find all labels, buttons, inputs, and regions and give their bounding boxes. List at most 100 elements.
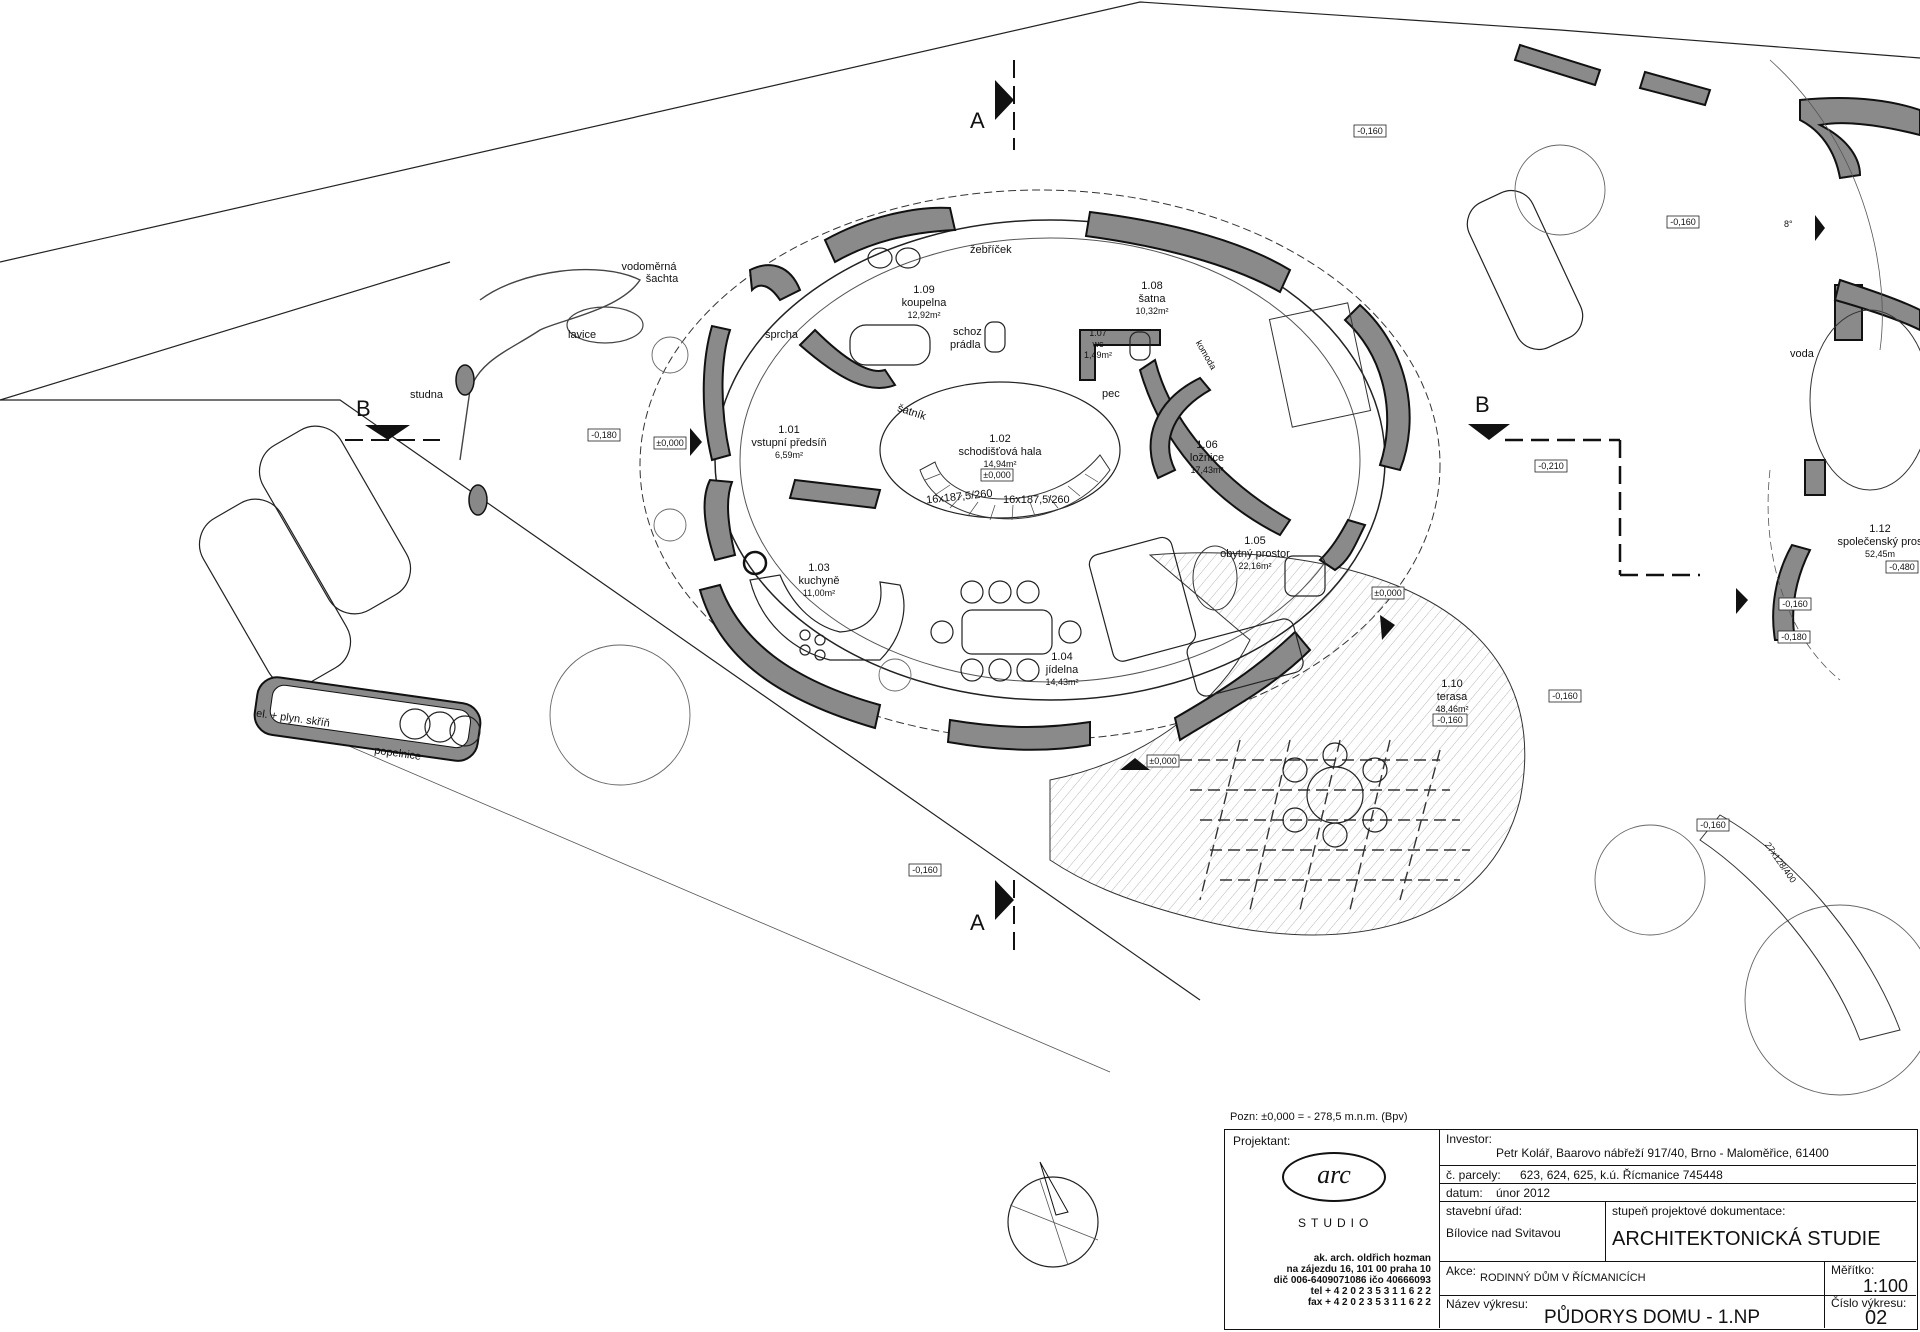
akce-value: RODINNÝ DŮM V ŘÍCMANICÍCH <box>1480 1272 1646 1284</box>
room-name: kuchyně <box>799 575 840 587</box>
room-name: obytný prostor <box>1220 548 1290 560</box>
level-se-garden: -0,160 <box>1552 691 1578 701</box>
level-south-door: ±0,000 <box>1149 756 1176 766</box>
level-terrace: -0,160 <box>1437 715 1463 725</box>
trees <box>549 144 1920 1096</box>
terrace-area <box>1049 552 1526 936</box>
level-markers: ±0,000 ±0,000 ±0,000 ±0,000 -0,160 -0,18… <box>587 124 1919 877</box>
level-w-garden: -0,180 <box>591 430 617 440</box>
label-zebricek: žebříček <box>970 244 1012 256</box>
room-area: 48,46m² <box>1435 704 1468 714</box>
urad-label: stavební úřad: <box>1446 1204 1523 1218</box>
title-block: Projektant: arc STUDIO ak. arch. oldřich… <box>1224 1129 1918 1330</box>
datum-value: únor 2012 <box>1496 1186 1551 1200</box>
room-area: 14,43m² <box>1045 677 1078 687</box>
label-stairs-1: 16x187,5/260 <box>926 488 994 507</box>
architect-line-2: na zájezdu 16, 101 00 praha 10 <box>1286 1264 1431 1275</box>
datum-cell: datum: únor 2012 <box>1440 1184 1916 1202</box>
nazev-cell: Název výkresu: PŮDORYS DOMU - 1.NP <box>1440 1296 1825 1328</box>
nazev-value: PŮDORYS DOMU - 1.NP <box>1544 1307 1761 1328</box>
meritko-label: Měřítko: <box>1831 1263 1875 1277</box>
room-area: 12,92m² <box>907 310 940 320</box>
room-name: wc <box>1092 339 1104 349</box>
bathroom-fixtures <box>849 247 1151 366</box>
parked-cars <box>198 189 1584 688</box>
label-lavice: lavice <box>568 329 596 341</box>
room-number: 1.09 <box>913 284 934 296</box>
label-vodomerna: vodoměrná <box>621 261 677 273</box>
bench <box>566 306 644 344</box>
label-sachta: šachta <box>646 273 679 285</box>
investor-value: Petr Kolář, Baarovo nábřeží 917/40, Brno… <box>1496 1146 1829 1160</box>
section-line-a <box>995 60 1015 950</box>
label-schoz: schoz <box>953 326 982 338</box>
level-e-garden: -0,210 <box>1538 461 1564 471</box>
north-arrow <box>1007 1161 1099 1268</box>
section-mark-a-top: A <box>970 108 985 133</box>
level-n-garden: -0,160 <box>1357 126 1383 136</box>
room-name: terasa <box>1437 691 1468 703</box>
stupen-value: ARCHITEKTONICKÁ STUDIE <box>1612 1228 1881 1250</box>
investor-cell: Investor: Petr Kolář, Baarovo nábřeží 91… <box>1440 1130 1916 1166</box>
parcely-label: č. parcely: <box>1446 1168 1501 1182</box>
urad-cell: stavební úřad: Bílovice nad Svitavou <box>1440 1202 1606 1262</box>
section-mark-b-right: B <box>1475 392 1490 417</box>
level-ne-garden: -0,160 <box>1670 217 1696 227</box>
plot-boundary <box>0 1 1920 1073</box>
room-labels: 1.01 vstupní předsíň 6,59m² 1.02 schodiš… <box>751 280 1920 714</box>
level-s-garden: -0,160 <box>912 865 938 875</box>
room-area: 10,32m² <box>1135 306 1168 316</box>
datum-label: datum: <box>1446 1186 1483 1200</box>
entry-arrow <box>690 428 702 456</box>
staircase-hall <box>879 381 1121 519</box>
cislo-label: Číslo výkresu: <box>1831 1296 1907 1310</box>
label-voda: voda <box>1790 348 1815 360</box>
arc-logo: arc <box>1282 1152 1386 1202</box>
ramp <box>1699 814 1901 1041</box>
bed <box>1268 302 1372 428</box>
level-entry: ±0,000 <box>656 438 683 448</box>
room-name: ložnice <box>1190 452 1224 464</box>
label-satnik: šatník <box>896 402 928 423</box>
level-east-3: -0,480 <box>1889 562 1915 572</box>
architect-line-4: tel + 4 2 0 2 3 5 3 1 1 6 2 2 <box>1310 1286 1431 1297</box>
room-number: 1.05 <box>1244 535 1265 547</box>
room-number: 1.06 <box>1196 439 1217 451</box>
room-number: 1.03 <box>808 562 829 574</box>
terrace-table <box>1282 742 1388 848</box>
cislo-cell: Číslo výkresu: 02 <box>1825 1296 1916 1329</box>
section-line-b <box>345 424 1700 577</box>
meritko-value: 1:100 <box>1863 1276 1909 1296</box>
room-area: 6,59m² <box>775 450 803 460</box>
room-area: 14,94m² <box>983 459 1016 469</box>
room-name: šatna <box>1139 293 1167 305</box>
east-entry-arrow <box>1736 588 1748 614</box>
living-furniture <box>1088 536 1326 697</box>
room-number: 1.10 <box>1441 678 1462 690</box>
garden-path <box>459 268 642 461</box>
room-number: 1.04 <box>1051 651 1072 663</box>
label-pradla: prádla <box>950 339 981 351</box>
level-east-1: -0,160 <box>1700 820 1726 830</box>
room-name: schodišťová hala <box>958 446 1042 458</box>
room-number: 1.01 <box>778 424 799 436</box>
architect-line-3: dič 006-6409071086 ičo 40666093 <box>1273 1275 1431 1286</box>
spiral-stair <box>919 454 1111 520</box>
label-komoda: komoda <box>1194 339 1219 372</box>
datum-note: Pozn: ±0,000 = - 278,5 m.n.m. (Bpv) <box>1230 1111 1408 1123</box>
room-name: vstupní předsíň <box>751 437 826 449</box>
room-area: 11,00m² <box>803 588 835 598</box>
architect-line-1: ak. arch. oldřich hozman <box>1313 1253 1431 1264</box>
kitchen-counter <box>742 550 905 661</box>
level-hall: ±0,000 <box>983 470 1010 480</box>
room-name: společenský pros <box>1838 536 1920 548</box>
room-number: 1.08 <box>1141 280 1162 292</box>
room-number: 1.02 <box>989 433 1010 445</box>
bins-enclosure <box>253 676 482 762</box>
dining-set <box>930 580 1082 682</box>
terrace-entry-arrow <box>1380 615 1395 640</box>
akce-cell: Akce: RODINNÝ DŮM V ŘÍCMANICÍCH <box>1440 1262 1825 1296</box>
label-studna: studna <box>410 389 444 401</box>
level-terrace-right: -0,160 <box>1782 599 1808 609</box>
